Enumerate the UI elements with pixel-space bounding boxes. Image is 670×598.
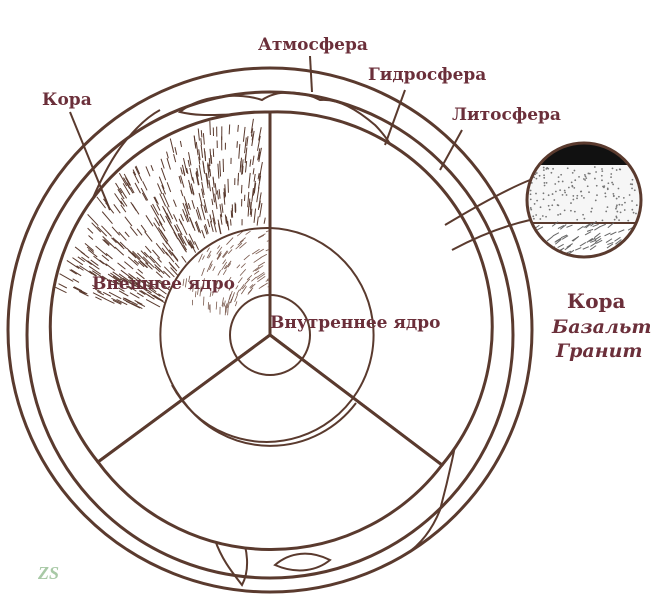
outer-core-boundary: [171, 226, 375, 443]
label-crust-inset: Кора: [567, 289, 626, 313]
watermark-logo: ZS: [38, 563, 60, 583]
leader-crust: [69, 111, 111, 211]
crust-inset: [525, 141, 643, 259]
leader-atmosphere: [309, 55, 313, 93]
label-atmosphere: Атмосфера: [258, 35, 368, 55]
label-outer-core: Внешнее ядро: [92, 274, 236, 294]
outer-core-bottom: [183, 401, 357, 447]
section-line: [97, 334, 271, 463]
label-basalt: Базальт: [552, 316, 652, 338]
label-inner-core: Внутреннее ядро: [270, 313, 441, 333]
label-crust: Кора: [42, 90, 92, 110]
section-line: [269, 334, 443, 466]
atmosphere-ring: [6, 66, 534, 594]
leader-hydrosphere: [384, 89, 406, 146]
label-granite: Гранит: [556, 340, 643, 362]
continent-outline: [273, 552, 332, 572]
leader-lithosphere: [439, 129, 463, 171]
label-hydrosphere: Гидросфера: [368, 65, 487, 85]
outer-core-left: [159, 226, 271, 403]
label-lithosphere: Литосфера: [452, 105, 561, 125]
inset-connector: [444, 179, 531, 251]
